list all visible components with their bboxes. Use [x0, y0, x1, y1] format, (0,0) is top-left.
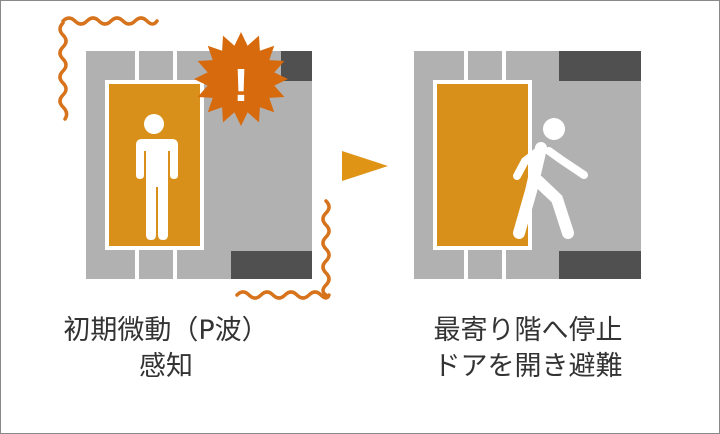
caption-line: ドアを開き避難 — [433, 351, 623, 382]
caption-line: 初期微動（P波） — [63, 315, 269, 346]
arrow-right-icon — [342, 151, 388, 181]
right-caption: 最寄り階へ停止 ドアを開き避難 — [378, 313, 678, 385]
alert-burst-icon: ! — [194, 32, 288, 126]
person-walking-icon — [513, 118, 588, 239]
elevator-car — [437, 84, 528, 246]
shake-wave-icon — [58, 16, 331, 300]
elevator-shaking: ! — [86, 32, 312, 279]
elevator-evacuation — [414, 51, 641, 279]
left-caption: 初期微動（P波） 感知 — [16, 313, 316, 385]
person-standing-icon — [136, 114, 178, 240]
svg-text:!: ! — [233, 59, 248, 111]
caption-line: 最寄り階へ停止 — [433, 315, 623, 346]
caption-line: 感知 — [139, 351, 193, 382]
